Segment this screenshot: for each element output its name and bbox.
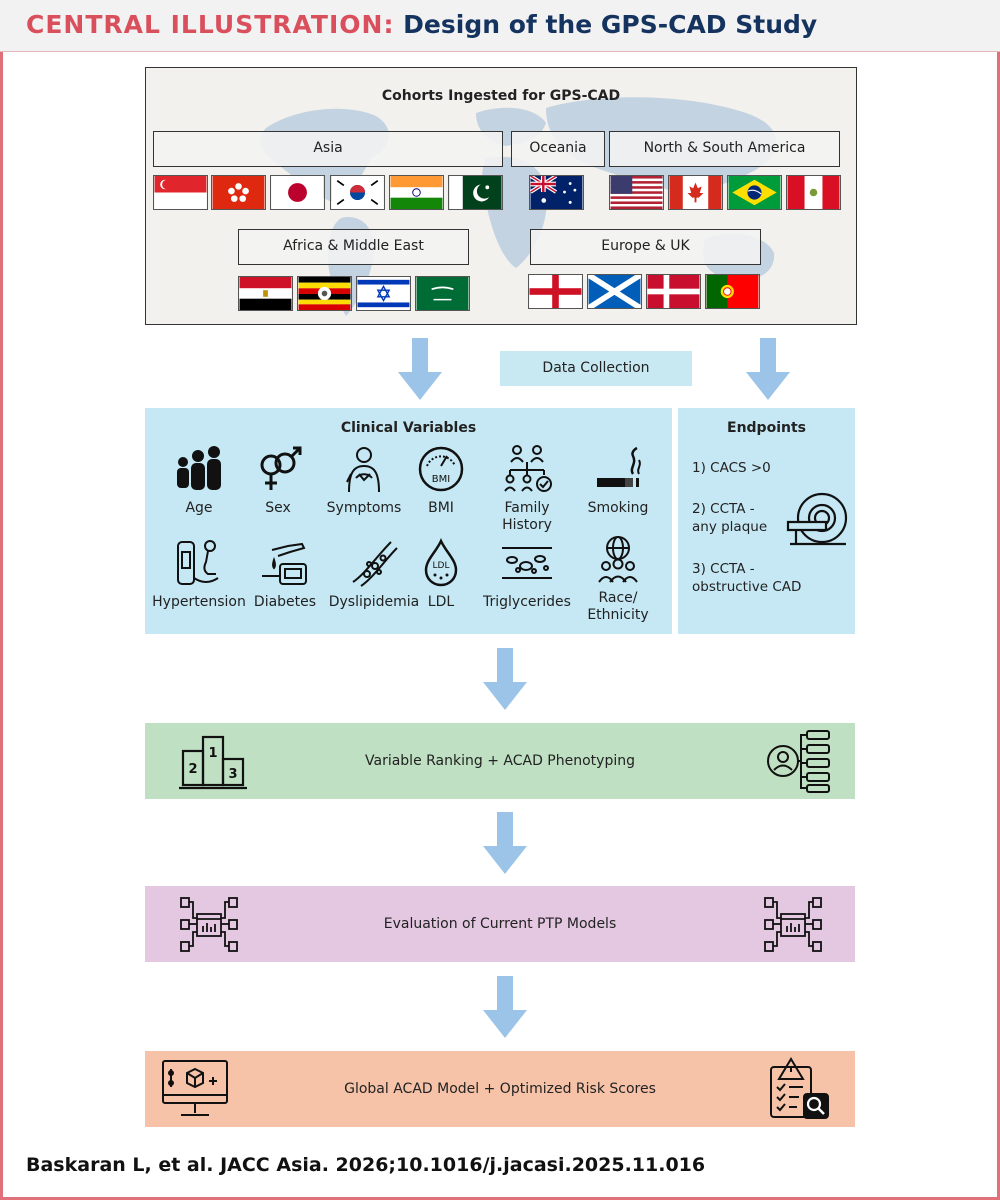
hong-kong-flag — [211, 175, 266, 210]
variable-bmi: BMI BMI — [393, 444, 489, 517]
variable-ldl: LDL LDL — [393, 538, 489, 611]
israel-flag — [356, 276, 411, 311]
family-tree-icon — [504, 445, 552, 492]
brazil-flag — [727, 175, 782, 210]
endpoint-item: 1) CACS >0 — [692, 460, 771, 476]
portugal-flag — [705, 274, 760, 309]
gender-icon — [260, 446, 302, 490]
canada-flag — [668, 175, 723, 210]
stage-global-model-label: Global ACAD Model + Optimized Risk Score… — [344, 1081, 656, 1097]
stage-global-model: Global ACAD Model + Optimized Risk Score… — [145, 1051, 855, 1127]
stage-variable-ranking-label: Variable Ranking + ACAD Phenotyping — [365, 753, 635, 769]
australia-flag — [529, 175, 584, 210]
cigarette-icon — [597, 446, 641, 487]
variable-age: Age — [151, 444, 247, 517]
variable-sex: Sex — [230, 444, 326, 517]
variable-family-history: Family History — [479, 444, 575, 534]
india-flag — [389, 175, 444, 210]
down-arrow-icon — [483, 976, 527, 1038]
svg-text:3: 3 — [228, 767, 237, 782]
svg-text:LDL: LDL — [433, 561, 450, 571]
down-arrow-icon — [483, 812, 527, 874]
usa-flag — [609, 175, 664, 210]
region-asia: Asia — [153, 131, 503, 167]
clinical-variables-panel: Clinical Variables Age Sex Symptoms BMI … — [145, 408, 672, 634]
region-africa-middle-east: Africa & Middle East — [238, 229, 469, 265]
region-oceania: Oceania — [511, 131, 605, 167]
peru-flag — [786, 175, 841, 210]
scotland-flag — [587, 274, 642, 309]
ldl-drop-icon: LDL — [424, 538, 458, 587]
endpoints-panel: Endpoints 1) CACS >0 2) CCTA - any plaqu… — [678, 408, 855, 634]
down-arrow-icon — [746, 338, 790, 400]
title-main: Design of the GPS-CAD Study — [403, 10, 818, 39]
variable-triglycerides: Triglycerides — [479, 538, 575, 611]
cohorts-title: Cohorts Ingested for GPS-CAD — [381, 88, 621, 104]
podium-icon: 2 1 3 — [179, 735, 247, 790]
data-collection-label: Data Collection — [500, 351, 692, 386]
vessel-fat-icon — [502, 547, 552, 579]
egypt-flag — [238, 276, 293, 311]
region-europe-uk: Europe & UK — [530, 229, 761, 265]
south-korea-flag — [330, 175, 385, 210]
artery-plaque-icon — [352, 541, 398, 587]
variable-hypertension: Hypertension — [151, 538, 247, 611]
denmark-flag — [646, 274, 701, 309]
endpoint-item: 2) CCTA - any plaque — [692, 501, 768, 535]
clinical-variables-title: Clinical Variables — [340, 420, 477, 436]
ct-scanner-icon — [786, 492, 848, 546]
glucose-meter-icon — [262, 542, 307, 585]
variable-diabetes: Diabetes — [237, 538, 333, 611]
blood-pressure-icon — [177, 540, 219, 585]
variable-symptoms: Symptoms — [316, 444, 412, 517]
page-title: CENTRAL ILLUSTRATION: Design of the GPS-… — [26, 10, 817, 39]
model-evaluation-icon — [180, 897, 238, 952]
stage-evaluation-label: Evaluation of Current PTP Models — [383, 916, 617, 932]
cohorts-panel: Cohorts Ingested for GPS-CAD Asia Oceani… — [145, 67, 857, 325]
svg-text:2: 2 — [188, 762, 197, 777]
saudi-arabia-flag — [415, 276, 470, 311]
uganda-flag — [297, 276, 352, 311]
down-arrow-icon — [483, 648, 527, 710]
england-flag — [528, 274, 583, 309]
endpoint-item: 3) CCTA - obstructive CAD — [692, 561, 802, 595]
bmi-gauge-icon: BMI — [418, 446, 464, 492]
down-arrow-icon — [398, 338, 442, 400]
variable-smoking: Smoking — [570, 444, 666, 517]
user-network-icon — [767, 730, 830, 793]
stage-evaluation: Evaluation of Current PTP Models — [145, 886, 855, 962]
variable-race-ethnicity: Race/ Ethnicity — [570, 534, 666, 624]
pakistan-flag — [448, 175, 503, 210]
globe-people-icon — [598, 536, 638, 583]
computer-model-icon — [162, 1060, 228, 1116]
japan-flag — [270, 175, 325, 210]
chest-pain-icon — [346, 447, 380, 493]
singapore-flag — [153, 175, 208, 210]
svg-text:1: 1 — [208, 746, 217, 761]
age-icon — [177, 446, 221, 490]
risk-report-icon — [770, 1057, 829, 1119]
title-prefix: CENTRAL ILLUSTRATION: — [26, 10, 395, 39]
model-evaluation-icon — [764, 897, 822, 952]
svg-text:BMI: BMI — [432, 474, 450, 485]
stage-variable-ranking: Variable Ranking + ACAD Phenotyping 2 1 … — [145, 723, 855, 799]
variable-dyslipidemia: Dyslipidemia — [326, 538, 422, 611]
header-bar: CENTRAL ILLUSTRATION: Design of the GPS-… — [0, 0, 1000, 52]
citation: Baskaran L, et al. JACC Asia. 2026;10.10… — [26, 1154, 706, 1176]
endpoints-title: Endpoints — [727, 420, 806, 436]
region-americas: North & South America — [609, 131, 840, 167]
